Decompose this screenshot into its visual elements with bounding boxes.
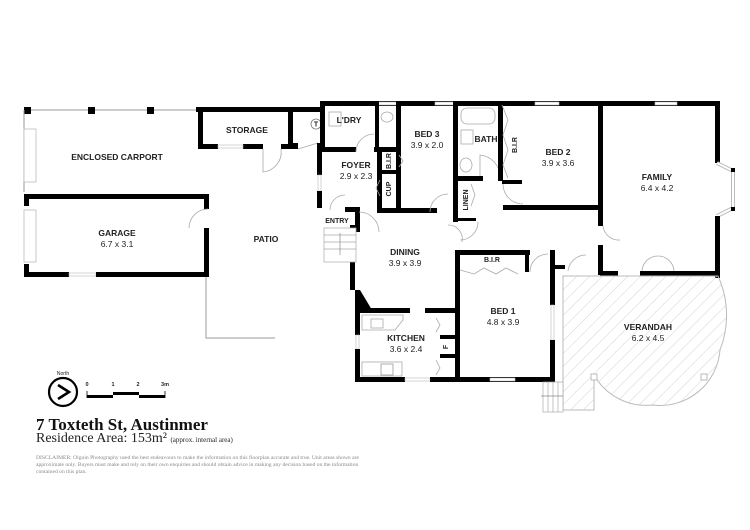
north-label: North [57,371,69,377]
entry-stairs: ENTRY [323,218,357,263]
room-dims-bed3: 3.9 x 2.0 [411,140,444,150]
room-label-bed1: BED 1 [490,306,515,316]
room-dims-bed2: 3.9 x 3.6 [542,158,575,168]
residence-area-note: (approx. internal area) [170,436,233,444]
room-dims-garage: 6.7 x 3.1 [101,239,134,249]
cup-door [375,179,381,197]
legend: North 0 1 2 3m [47,371,169,408]
svg-text:1: 1 [111,382,114,388]
laundry-tub-icon [328,111,342,127]
room-label-linen: LINEN [463,190,470,211]
bir-bed3-door [398,154,404,168]
patio: PATIO [205,234,279,339]
kitchen-sink-icon [370,318,384,329]
toilet-icon [459,157,473,173]
linen-door [470,183,476,207]
bathtub-icon [460,107,496,125]
sink-icon [460,129,474,145]
svg-text:0: 0 [85,382,88,388]
residence-area: Residence Area: 153m² (approx. internal … [36,431,233,447]
svg-text:3m: 3m [161,382,169,388]
house-walls [317,101,735,382]
enclosed-carport: ENCLOSED CARPORT [23,107,196,192]
laundry-fixtures [328,111,394,127]
residence-area-value: Residence Area: 153m² [36,431,167,446]
room-label-entry: ENTRY [325,218,349,225]
room-label-bir-bed1: B.I.R [484,257,500,264]
room-label-bath: BATH [475,134,498,144]
room-dims-verandah: 6.2 x 4.5 [632,333,665,343]
room-label-storage: STORAGE [226,125,268,135]
cooktop-icon [380,363,394,376]
room-label-enclosed-carport: ENCLOSED CARPORT [71,152,163,162]
room-label-laundry: L'DRY [337,115,362,125]
room-label-family: FAMILY [642,172,673,182]
room-label-garage: GARAGE [98,228,136,238]
room-label-bir-bed3: B.I.R [386,153,393,169]
room-dims-kitchen: 3.6 x 2.4 [390,344,423,354]
room-dims-family: 6.4 x 4.2 [641,183,674,193]
room-label-bir-bed2: B.I.R [512,137,519,153]
room-dims-dining: 3.9 x 3.9 [389,258,422,268]
room-label-dining: DINING [390,247,420,257]
scale-bar: 0 1 2 3m [85,382,169,398]
room-label-bed2: BED 2 [545,147,570,157]
room-label-foyer: FOYER [341,160,370,170]
room-label-bed3: BED 3 [414,129,439,139]
room-label-cup: CUP [386,181,393,196]
north-arrow-icon [47,376,79,408]
svg-text:T: T [314,122,319,129]
garage: GARAGE 6.7 x 3.1 [23,194,209,277]
storage: STORAGE [196,107,322,173]
toilet-area: T [293,118,323,150]
disclaimer: DISCLAIMER: Olguin Photography used the … [36,455,359,476]
bir-bed2-doors [501,104,509,179]
laundry-toilet-icon [380,111,394,123]
svg-text:2: 2 [136,382,139,388]
room-label-verandah: VERANDAH [624,322,672,332]
room-dims-foyer: 2.9 x 2.3 [340,171,373,181]
room-label-patio: PATIO [254,234,279,244]
verandah: VERANDAH 6.2 x 4.5 [541,275,728,413]
room-dims-bed1: 4.8 x 3.9 [487,317,520,327]
room-label-kitchen: KITCHEN [387,333,425,343]
room-label-fridge: F [443,344,450,349]
property-address: 7 Toxteth St, Austinmer [36,415,208,434]
